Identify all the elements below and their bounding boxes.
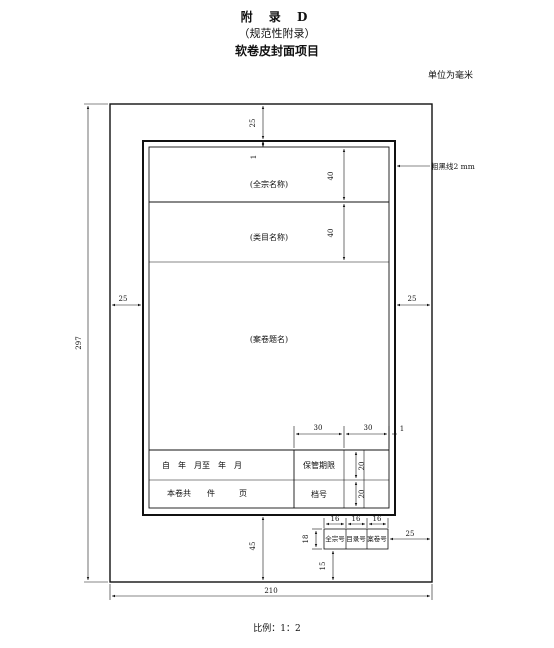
dim-col-b-label: 30	[364, 424, 373, 432]
label-catalog-no: 目录号	[346, 535, 366, 543]
dim-box-w3-label: 16	[373, 515, 382, 523]
dim-box-w1-label: 16	[331, 515, 340, 523]
label-volume-count: 本卷共 件 页	[167, 488, 247, 498]
dim-right-margin-label: 25	[408, 295, 417, 303]
dim-box-w2-label: 16	[352, 515, 361, 523]
label-fonds-no: 全宗号	[325, 534, 345, 543]
label-case-title: (案卷题名)	[250, 334, 288, 344]
dim-box-height-label: 18	[302, 535, 310, 544]
label-retention: 保管期限	[303, 460, 335, 470]
dim-row1-label: 40	[327, 172, 335, 181]
dim-row2-label: 40	[327, 229, 335, 238]
dim-bottom-margin-label: 45	[249, 542, 257, 551]
label-case-no: 案卷号	[367, 534, 387, 543]
unit-note: 单位为毫米	[428, 71, 474, 81]
appendix-heading: 附 录 D	[240, 10, 314, 24]
dim-box-right-label: 25	[406, 530, 415, 538]
number-box	[323, 528, 389, 550]
appendix-title: 软卷皮封面项目	[234, 44, 319, 58]
label-thick-line: 粗黑线2 mm	[431, 161, 475, 171]
inner-frame	[148, 146, 390, 509]
dim-box-bottom-label: 15	[319, 562, 327, 571]
dim-width-total-label: 210	[264, 587, 277, 595]
dim-height-total-label: 297	[75, 336, 83, 349]
appendix-type: （规范性附录）	[238, 27, 316, 40]
thick-frame	[142, 140, 396, 516]
dim-row-a-label: 20	[358, 462, 366, 471]
dim-top-margin-label: 25	[249, 119, 257, 128]
dim-left-margin-label: 25	[119, 295, 128, 303]
label-fonds-name: (全宗名称)	[250, 179, 288, 189]
dim-col-a-label: 30	[314, 424, 323, 432]
label-file-number: 档号	[311, 489, 327, 499]
outer-sheet	[109, 103, 433, 583]
label-category-name: (类目名称)	[250, 232, 288, 242]
dim-row-b-label: 20	[358, 490, 366, 499]
dim-gap-label: 1	[250, 155, 258, 159]
dim-right-gap-label: 1	[400, 425, 404, 433]
label-date-range: 自 年 月至 年 月	[162, 460, 242, 470]
scale-note: 比例：1：2	[253, 624, 301, 634]
